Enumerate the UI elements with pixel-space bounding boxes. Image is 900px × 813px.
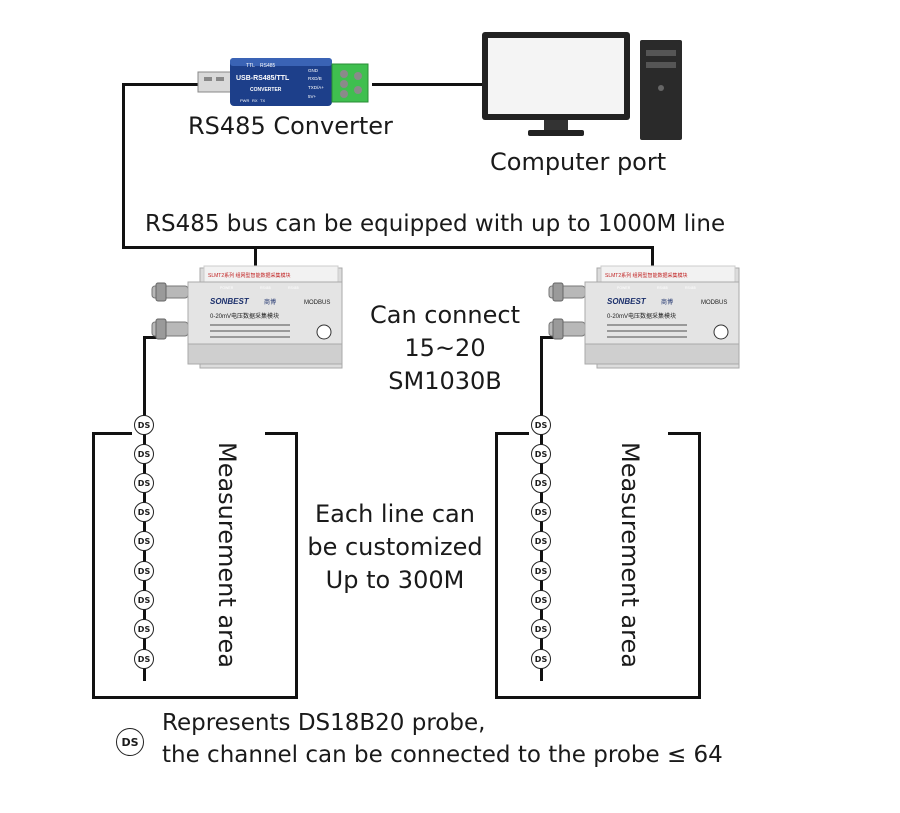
converter-light-tx: TX	[260, 98, 265, 103]
bracket-left-top-r	[265, 432, 295, 435]
usb-rs485-converter: TTL RS485 USB-RS485/TTL CONVERTER GND RX…	[196, 54, 376, 110]
module-right-title: 0-20mV电压数据采集模块	[607, 312, 676, 320]
computer	[482, 28, 688, 144]
legend-line1: Represents DS18B20 probe,	[162, 710, 486, 736]
bus-line-top-left	[122, 83, 200, 86]
measurement-bracket-left	[92, 432, 298, 699]
ds-probe-icon: DS	[531, 415, 551, 435]
ds-probe-icon: DS	[531, 649, 551, 669]
module-left-led-rs485-b: RS485	[288, 286, 299, 290]
converter-pin-gnd: GND	[308, 68, 319, 73]
ds-probe-icon: DS	[134, 619, 154, 639]
line-note-line3: Up to 300M	[325, 566, 465, 594]
module-left-led-power: POWER	[220, 286, 234, 290]
bus-line-left-vertical	[122, 83, 125, 248]
acquisition-module-right: SLMT2系列 组网型智能数据采集模块 POWER RS485 RS485 SO…	[545, 262, 741, 374]
converter-light-rx: RX	[252, 98, 258, 103]
bus-line-horizontal	[122, 246, 653, 249]
module-device-icon: SLMT2系列 组网型智能数据采集模块 POWER RS485 RS485 SO…	[548, 265, 740, 369]
converter-model-label: USB-RS485/TTL	[236, 75, 290, 82]
acquisition-module-left: SLMT2系列 组网型智能数据采集模块 POWER RS485 RS485 SO…	[148, 262, 344, 374]
ds-probe-icon: DS	[531, 590, 551, 610]
module-right-series: SLMT2系列 组网型智能数据采集模块	[605, 272, 688, 279]
ds-probe-icon: DS	[134, 444, 154, 464]
module-left-protocol: MODBUS	[304, 300, 330, 306]
ds-probe-icon: DS	[531, 619, 551, 639]
ds-probe-icon: DS	[134, 502, 154, 522]
ds-probe-icon: DS	[134, 649, 154, 669]
module-left-led-rs485-a: RS485	[260, 286, 271, 290]
converter-to-computer-line	[372, 83, 482, 86]
probe-cable-left-h	[143, 336, 165, 339]
module-right-brand-cn: 商博	[661, 298, 673, 306]
module-left-series: SLMT2系列 组网型智能数据采集模块	[208, 272, 291, 279]
converter-label: RS485 Converter	[188, 112, 393, 140]
ds-probe-icon: DS	[134, 415, 154, 435]
probe-cable-right-h	[540, 336, 562, 339]
ds-probe-icon: DS	[531, 531, 551, 551]
legend-ds-icon: DS	[116, 728, 144, 756]
bracket-left-top-l	[92, 432, 132, 435]
converter-pin-rxd: RXD/B	[308, 76, 322, 81]
bracket-right-top-r	[668, 432, 698, 435]
converter-ttl-label: TTL	[246, 63, 255, 69]
legend-line2: the channel can be connected to the prob…	[162, 742, 723, 768]
bus-label: RS485 bus can be equipped with up to 100…	[145, 211, 726, 237]
line-note-line2: be customized	[307, 533, 483, 561]
module-right-led-power: POWER	[617, 286, 631, 290]
bracket-right-top-l	[495, 432, 529, 435]
computer-icon	[482, 32, 682, 140]
ds-probe-icon: DS	[134, 561, 154, 581]
measurement-area-left-label: Measurement area	[213, 442, 241, 668]
module-right-brand: SONBEST	[607, 297, 647, 306]
converter-converter-label: CONVERTER	[250, 87, 282, 93]
ds-probe-icon: DS	[134, 531, 154, 551]
capacity-line2: 15~20	[404, 334, 486, 362]
module-right-led-rs485-a: RS485	[657, 286, 668, 290]
ds-probe-icon: DS	[134, 590, 154, 610]
ds-probe-icon: DS	[531, 561, 551, 581]
bus-drop-right	[651, 246, 654, 268]
converter-device-icon: TTL RS485 USB-RS485/TTL CONVERTER GND RX…	[197, 58, 369, 106]
converter-rs485-label: RS485	[260, 63, 276, 69]
measurement-bracket-right	[495, 432, 701, 699]
ds-probe-icon: DS	[531, 502, 551, 522]
converter-light-pwr: PWR	[240, 98, 249, 103]
capacity-note: Can connect 15~20 SM1030B	[350, 299, 540, 398]
module-right-protocol: MODBUS	[701, 300, 727, 306]
module-left-brand-cn: 商博	[264, 298, 276, 306]
capacity-line1: Can connect	[370, 301, 520, 329]
ds-probe-icon: DS	[134, 473, 154, 493]
module-left-title: 0-20mV电压数据采集模块	[210, 312, 279, 320]
computer-label: Computer port	[490, 148, 667, 176]
ds-probe-icon: DS	[531, 473, 551, 493]
module-device-icon: SLMT2系列 组网型智能数据采集模块 POWER RS485 RS485 SO…	[151, 265, 343, 369]
bus-drop-left	[254, 246, 257, 268]
capacity-line3: SM1030B	[388, 367, 502, 395]
ds-probe-icon: DS	[531, 444, 551, 464]
converter-pin-txd: TXD/A+	[308, 85, 324, 90]
module-left-brand: SONBEST	[210, 297, 250, 306]
converter-pin-5v: 5V+	[308, 94, 317, 99]
line-length-note: Each line can be customized Up to 300M	[300, 498, 490, 597]
measurement-area-right-label: Measurement area	[616, 442, 644, 668]
module-right-led-rs485-b: RS485	[685, 286, 696, 290]
line-note-line1: Each line can	[315, 500, 475, 528]
